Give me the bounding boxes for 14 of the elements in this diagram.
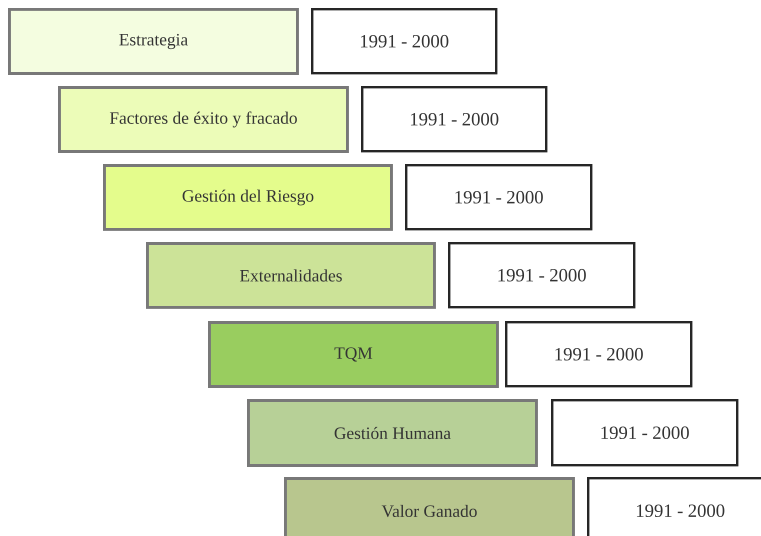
period-box: 1991 - 2000 [551,399,738,466]
period-box: 1991 - 2000 [405,164,592,230]
period-box: 1991 - 2000 [448,242,636,308]
period-box: 1991 - 2000 [361,86,548,152]
period-box: 1991 - 2000 [311,8,498,74]
topic-box: Factores de éxito y fracado [58,86,349,153]
topic-box: Valor Ganado [284,477,575,536]
period-box: 1991 - 2000 [505,321,692,388]
topic-box: Externalidades [146,242,436,309]
period-box: 1991 - 2000 [587,477,761,536]
topic-box: TQM [208,321,499,388]
topic-box: Gestión del Riesgo [103,164,393,231]
topic-box: Estrategia [8,8,299,75]
topic-box: Gestión Humana [247,399,538,467]
